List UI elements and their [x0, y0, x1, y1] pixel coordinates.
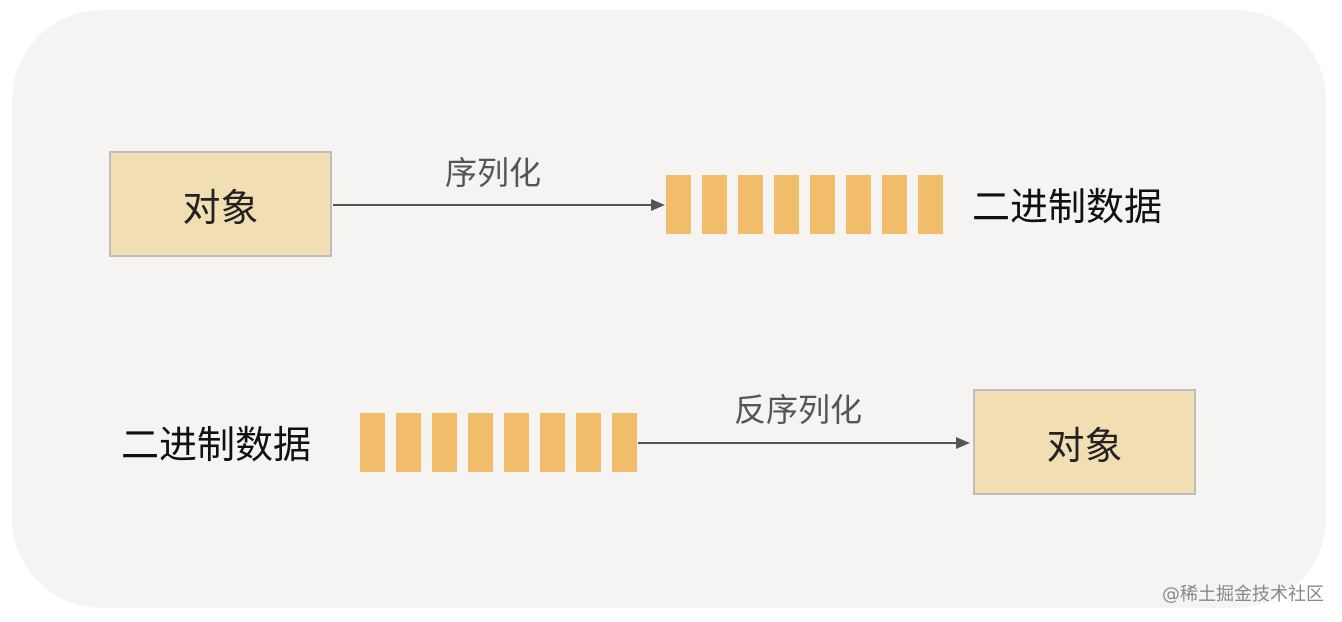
serialization-binary-label: 二进制数据	[972, 185, 1163, 229]
byte-block	[540, 413, 565, 472]
byte-block	[576, 413, 601, 472]
deserialization-object-box: 对象	[973, 389, 1196, 495]
diagram-panel	[12, 10, 1326, 608]
byte-block	[702, 175, 727, 234]
byte-block	[612, 413, 637, 472]
deserialization-object-label: 对象	[1046, 423, 1123, 468]
byte-block	[468, 413, 493, 472]
serialization-arrow-label: 序列化	[445, 154, 542, 192]
byte-block	[738, 175, 763, 234]
byte-block	[918, 175, 943, 234]
byte-block	[846, 175, 871, 234]
byte-block	[360, 413, 385, 472]
deserialization-binary-blocks	[360, 413, 637, 472]
deserialization-arrow	[638, 437, 970, 449]
byte-block	[882, 175, 907, 234]
serialization-arrow	[333, 199, 665, 211]
serialization-object-box: 对象	[109, 151, 332, 257]
deserialization-binary-label: 二进制数据	[121, 423, 312, 467]
serialization-object-label: 对象	[182, 185, 259, 230]
byte-block	[666, 175, 691, 234]
watermark: @稀土掘金技术社区	[1162, 584, 1324, 605]
byte-block	[504, 413, 529, 472]
serialization-binary-blocks	[666, 175, 943, 234]
byte-block	[810, 175, 835, 234]
byte-block	[774, 175, 799, 234]
byte-block	[396, 413, 421, 472]
deserialization-arrow-label: 反序列化	[734, 391, 863, 429]
byte-block	[432, 413, 457, 472]
